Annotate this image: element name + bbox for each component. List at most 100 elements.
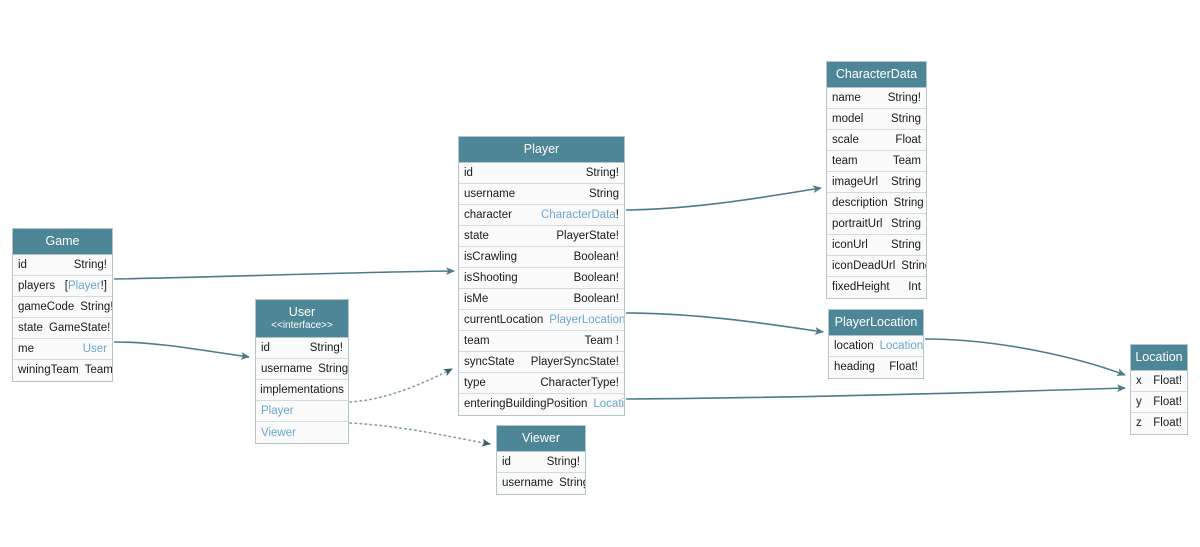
field-row[interactable]: model String	[827, 108, 926, 130]
edge-playerlocation-location-to-location	[924, 338, 1126, 376]
field-row[interactable]: iconDeadUrl String	[827, 255, 926, 277]
field-row[interactable]: portraitUrl String	[827, 213, 926, 235]
field-name: gameCode	[18, 300, 75, 313]
type-reference-link[interactable]: Location	[593, 398, 624, 410]
field-row[interactable]: y Float!	[1131, 391, 1187, 413]
stereotype-label: <<interface>>	[271, 319, 333, 331]
entity-user-title: User <<interface>>	[256, 300, 348, 338]
field-row[interactable]: username String	[256, 359, 348, 380]
field-row[interactable]: location Location!	[829, 335, 923, 357]
field-row[interactable]: me User	[13, 338, 112, 360]
field-type: Int	[908, 281, 921, 293]
field-name: description	[832, 196, 888, 209]
field-name: y	[1136, 395, 1142, 408]
field-name: imageUrl	[832, 175, 879, 188]
implementations-label: implementations	[260, 384, 344, 396]
field-type: Team	[84, 364, 112, 376]
field-type: String	[890, 175, 921, 188]
field-row[interactable]: isCrawling Boolean!	[459, 246, 624, 268]
field-row[interactable]: id String!	[13, 254, 112, 276]
entity-location[interactable]: Location x Float! y Float! z Float!	[1130, 344, 1188, 435]
field-type: Float	[895, 133, 921, 146]
implementation-row-player[interactable]: Player	[256, 401, 348, 422]
field-name: scale	[832, 133, 859, 146]
field-row[interactable]: syncState PlayerSyncState!	[459, 351, 624, 373]
edge-player-enteringbuildingposition-to-location	[625, 384, 1126, 400]
field-row[interactable]: character CharacterData!	[459, 204, 624, 226]
implementation-row-viewer[interactable]: Viewer	[256, 422, 348, 443]
field-name: isShooting	[464, 271, 518, 284]
field-row[interactable]: isShooting Boolean!	[459, 267, 624, 289]
entity-viewer[interactable]: Viewer id String! username String	[496, 425, 586, 495]
field-row[interactable]: z Float!	[1131, 412, 1187, 434]
field-row[interactable]: state PlayerState!	[459, 225, 624, 247]
field-row[interactable]: iconUrl String	[827, 234, 926, 256]
field-row[interactable]: name String!	[827, 87, 926, 109]
entity-player[interactable]: Player id String! username String charac…	[458, 136, 625, 416]
field-row[interactable]: id String!	[459, 162, 624, 184]
implementation-name: Player	[261, 405, 294, 417]
field-type: Float!	[1153, 417, 1182, 429]
field-type: [Player!]	[64, 279, 107, 292]
field-row[interactable]: currentLocation PlayerLocation!	[459, 309, 624, 331]
entity-playerlocation[interactable]: PlayerLocation location Location! headin…	[828, 309, 924, 379]
field-type: Boolean!	[573, 271, 619, 284]
field-row[interactable]: id String!	[497, 451, 585, 473]
field-name: team	[464, 334, 490, 347]
field-type: String!	[585, 166, 619, 179]
edge-user-implements-viewer	[349, 422, 491, 447]
field-row[interactable]: username String	[459, 183, 624, 205]
field-type: CharacterData!	[541, 208, 619, 221]
field-name: model	[832, 112, 864, 125]
field-type: String!	[309, 342, 343, 354]
field-row[interactable]: username String	[497, 472, 585, 494]
field-name: x	[1136, 374, 1142, 387]
type-reference-link[interactable]: PlayerLocation	[549, 313, 624, 326]
entity-user[interactable]: User <<interface>> id String! username S…	[255, 299, 349, 444]
field-row[interactable]: isMe Boolean!	[459, 288, 624, 310]
field-type: PlayerState!	[556, 229, 619, 242]
field-row[interactable]: imageUrl String	[827, 171, 926, 193]
field-name: type	[464, 376, 486, 389]
field-row[interactable]: team Team	[827, 150, 926, 172]
field-row[interactable]: team Team !	[459, 330, 624, 352]
field-name: state	[18, 321, 43, 334]
type-reference-link[interactable]: Player	[68, 279, 101, 292]
field-type: PlayerSyncState!	[530, 355, 619, 368]
field-type: Team	[892, 154, 921, 167]
field-row[interactable]: players [Player!]	[13, 275, 112, 297]
type-reference-link[interactable]: CharacterData	[541, 208, 616, 221]
type-reference-link[interactable]: User	[82, 342, 107, 355]
field-type: String!	[887, 91, 921, 104]
entity-characterdata-title: CharacterData	[827, 62, 926, 88]
field-row[interactable]: scale Float	[827, 129, 926, 151]
entity-game[interactable]: Game id String! players [Player!] gameCo…	[12, 228, 113, 382]
field-row[interactable]: type CharacterType!	[459, 372, 624, 394]
entity-viewer-title: Viewer	[497, 426, 585, 452]
field-row[interactable]: description String	[827, 192, 926, 214]
field-type: PlayerLocation!	[549, 314, 624, 326]
field-name: iconDeadUrl	[832, 259, 896, 272]
field-name: isCrawling	[464, 250, 518, 263]
field-name: state	[464, 229, 489, 242]
edge-player-currentlocation-to-playerlocation	[625, 312, 824, 335]
entity-characterdata[interactable]: CharacterData name String! model String …	[826, 61, 927, 299]
field-name: id	[261, 342, 270, 354]
field-row[interactable]: state GameState!	[13, 317, 112, 339]
field-type: String!	[546, 455, 580, 468]
field-row[interactable]: fixedHeight Int	[827, 276, 926, 298]
type-reference-link[interactable]: Location	[879, 339, 923, 352]
edge-game-me-to-user	[113, 341, 250, 360]
field-row[interactable]: winingTeam Team	[13, 359, 112, 381]
implementation-name: Viewer	[261, 426, 296, 439]
field-type: String	[588, 187, 619, 200]
field-type: String	[893, 196, 924, 209]
field-row[interactable]: enteringBuildingPosition Location	[459, 393, 624, 415]
field-row[interactable]: x Float!	[1131, 370, 1187, 392]
field-row[interactable]: heading Float!	[829, 356, 923, 378]
field-row[interactable]: gameCode String!	[13, 296, 112, 318]
field-name: isMe	[464, 292, 489, 305]
field-row[interactable]: id String!	[256, 338, 348, 359]
field-name: z	[1136, 417, 1142, 429]
